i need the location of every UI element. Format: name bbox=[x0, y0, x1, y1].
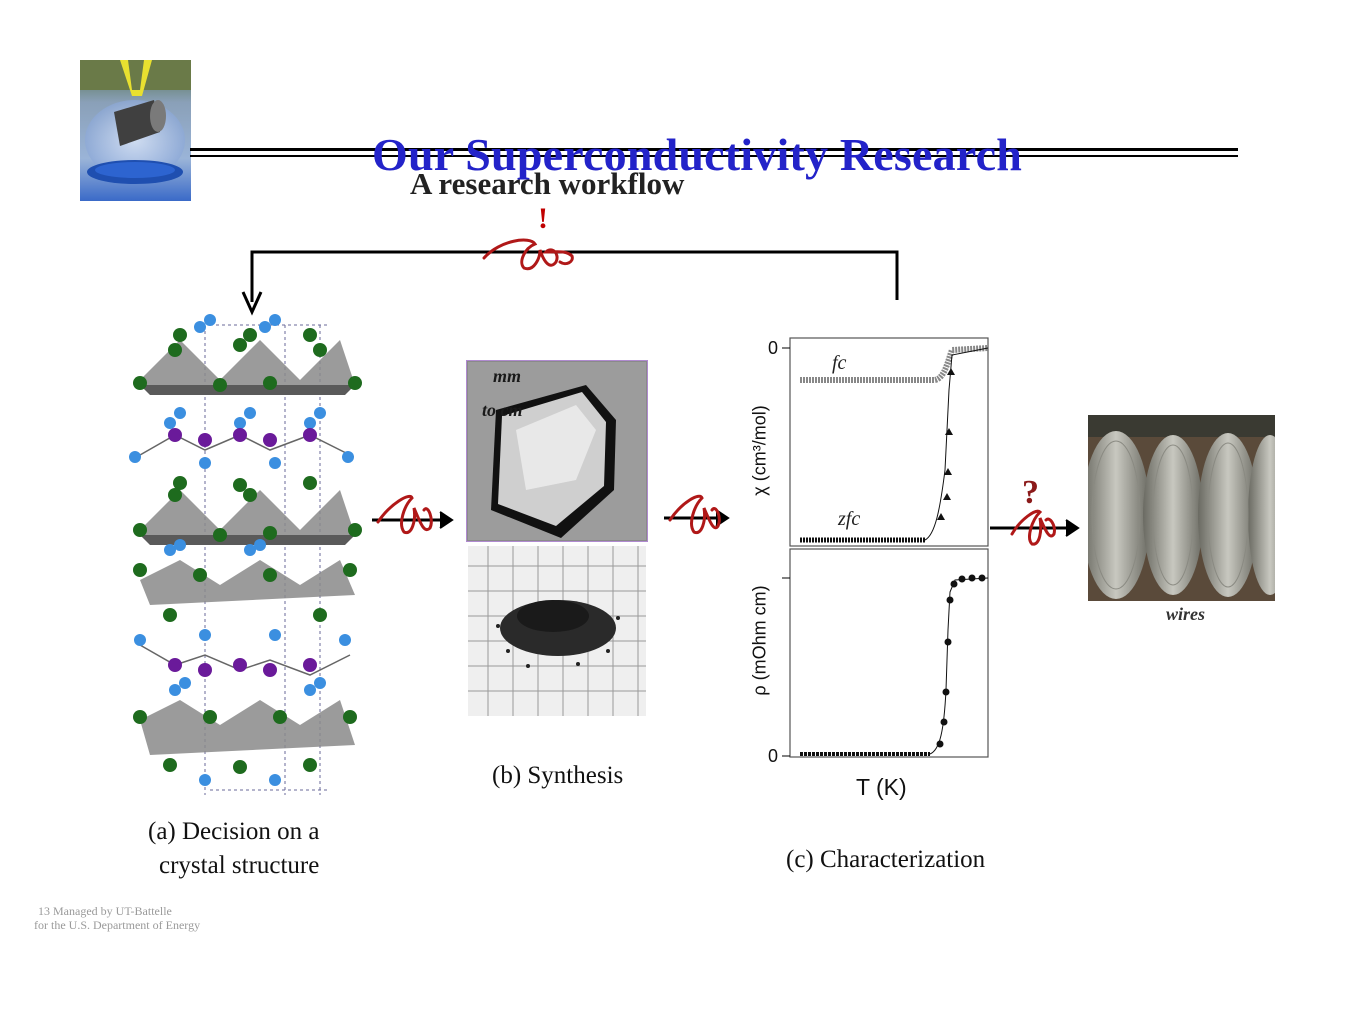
resistivity-curve bbox=[800, 574, 989, 756]
levitation-logo bbox=[80, 60, 191, 201]
handwriting-scribbles bbox=[376, 238, 1056, 546]
fc-curve bbox=[800, 345, 989, 383]
arrow-a-to-b bbox=[372, 511, 454, 529]
top-plot-zero-tick: 0 bbox=[768, 338, 779, 358]
crystal-structure bbox=[129, 314, 362, 795]
iron-atoms bbox=[133, 328, 362, 774]
slide-subtitle: A research workflow bbox=[410, 166, 685, 201]
resistivity-axis-label: ρ (mOhm cm) bbox=[749, 585, 770, 696]
feedback-loop-arrow bbox=[241, 250, 899, 316]
cation-atoms bbox=[168, 428, 317, 677]
fc-series-label: fc bbox=[832, 352, 847, 374]
fe-as-layer-1 bbox=[140, 340, 355, 395]
wires-label: wires bbox=[1166, 604, 1206, 624]
slide-title: Our Superconductivity Research bbox=[372, 129, 1023, 180]
scribble-arrow-ab bbox=[376, 495, 433, 535]
zfc-series-label: zfc bbox=[838, 508, 861, 530]
footer-line1: 13 Managed by UT-Battelle bbox=[38, 904, 172, 918]
bottom-plot-zero-tick: 0 bbox=[768, 746, 779, 766]
caption-a-line1: (a) Decision on a bbox=[148, 818, 320, 845]
wires-photo bbox=[1088, 415, 1275, 601]
caption-b: (b) Synthesis bbox=[492, 762, 624, 789]
caption-a-line2: crystal structure bbox=[159, 852, 320, 879]
scribble-arrow-wires bbox=[1010, 509, 1056, 546]
zfc-curve bbox=[800, 347, 989, 543]
exclamation-mark: ! bbox=[538, 202, 548, 235]
fe-as-layer-2 bbox=[140, 490, 355, 545]
question-mark: ? bbox=[1022, 474, 1039, 511]
temperature-axis-label: T (K) bbox=[856, 774, 907, 800]
footer-line2: for the U.S. Department of Energy bbox=[34, 918, 201, 932]
scribble-loop-top bbox=[482, 238, 574, 271]
arsenic-atoms bbox=[129, 314, 354, 786]
powder-photo bbox=[468, 546, 646, 716]
crystal-size-label-1: mm bbox=[493, 366, 522, 386]
susceptibility-plot-frame bbox=[789, 337, 989, 547]
crystal-photo bbox=[466, 360, 648, 542]
scribble-arrow-bc bbox=[668, 494, 721, 535]
title-rule-top bbox=[190, 148, 1238, 151]
fe-as-layer-4 bbox=[140, 700, 355, 755]
title-rule-bottom bbox=[190, 155, 1238, 157]
characterization-plots bbox=[782, 337, 989, 758]
fe-as-layer-3 bbox=[140, 560, 355, 605]
caption-c: (c) Characterization bbox=[786, 846, 986, 873]
susceptibility-axis-label: χ (cm³/mol) bbox=[749, 405, 770, 496]
crystal-size-label-2: to cm bbox=[482, 400, 523, 420]
